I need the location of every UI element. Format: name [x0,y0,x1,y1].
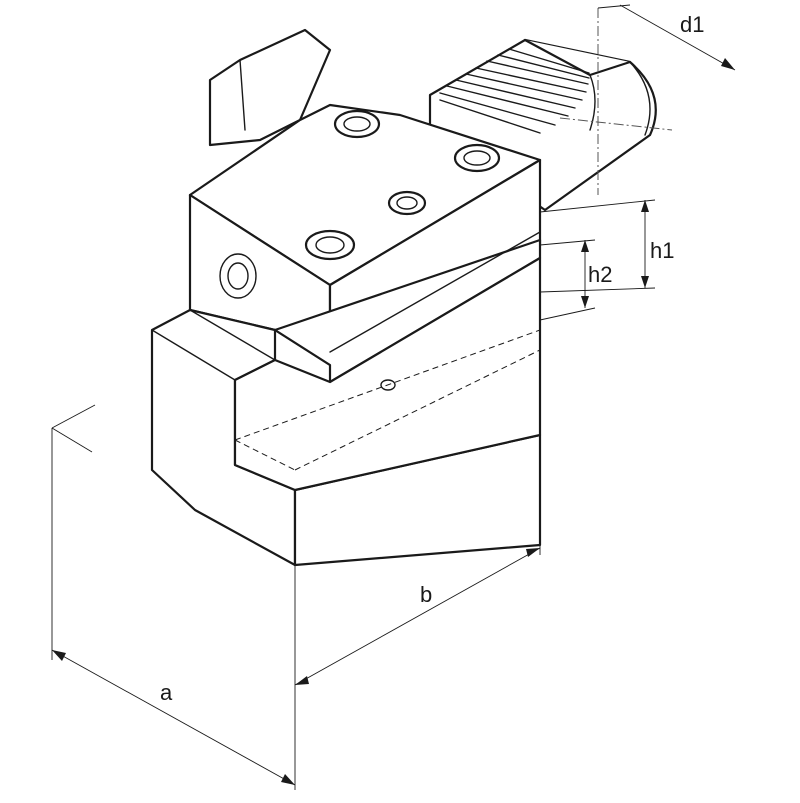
dimension-a: a [51,404,296,790]
dimension-h2: h2 [539,239,612,321]
dimension-b-label: b [420,582,432,607]
serration-teeth [439,48,590,134]
clamp-block [188,28,542,384]
dimension-h1: h1 [539,199,674,293]
screw-head-1 [333,109,381,139]
dimension-h2-label: h2 [588,262,612,287]
dimension-d1-label: d1 [680,12,704,37]
screw-head-3 [387,190,427,216]
dimension-a-label: a [160,680,173,705]
base-body [150,256,542,567]
dimension-h1-label: h1 [650,238,674,263]
screw-head-4 [304,229,356,261]
dimension-d1: d1 [597,4,736,71]
dimension-b: b [294,435,541,686]
screw-head-2 [453,143,501,173]
